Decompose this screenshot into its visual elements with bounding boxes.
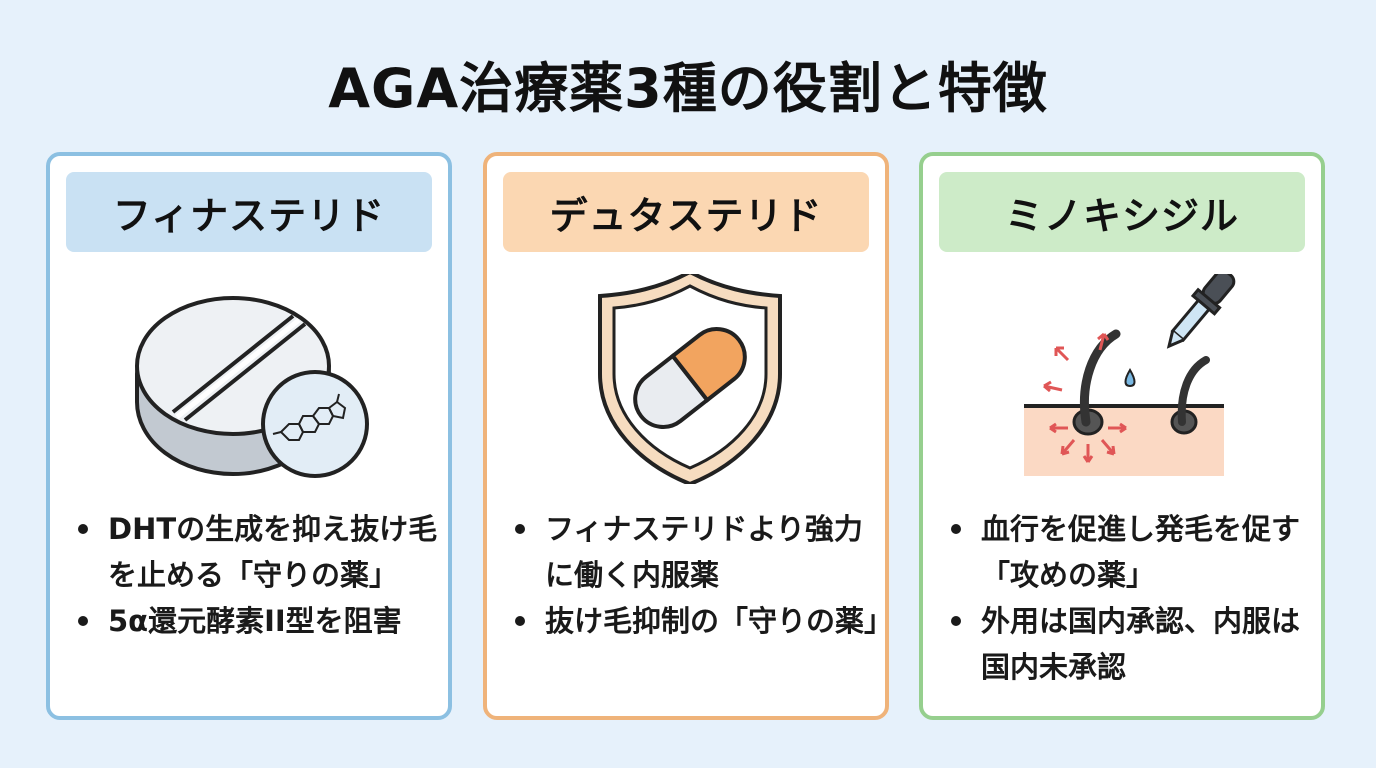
card-header-minoxidil: ミノキシジル (939, 172, 1305, 252)
bullet-item: 5α還元酵素II型を阻害 (74, 598, 444, 644)
page-title: AGA治療薬3種の役割と特徴 (328, 57, 1048, 120)
card-header-finasteride: フィナステリド (66, 172, 432, 252)
card-header-dutasteride: デュタステリド (503, 172, 869, 252)
bullet-list-finasteride: DHTの生成を抑え抜け毛を止める「守りの薬」 5α還元酵素II型を阻害 (74, 506, 444, 644)
card-minoxidil: ミノキシジル 血行を促進し発毛を促す「攻めの薬 (919, 152, 1325, 720)
bullet-item: 外用は国内承認、内服は国内未承認 (947, 598, 1317, 690)
bullet-item: フィナステリドより強力に働く内服薬 (511, 506, 881, 598)
bullet-list-minoxidil: 血行を促進し発毛を促す「攻めの薬」 外用は国内承認、内服は国内未承認 (947, 506, 1317, 690)
dropper-scalp-hair-icon (1024, 274, 1236, 476)
bullet-item: 血行を促進し発毛を促す「攻めの薬」 (947, 506, 1317, 598)
card-dutasteride: デュタステリド フィナステリドより強力に働く内服薬 抜け毛抑制の「守りの薬」 (483, 152, 893, 720)
card-finasteride: フィナステリド DHTの生成を抑え抜け毛を止める「守りの薬」 5α還元酵素II型… (46, 152, 452, 720)
bullet-item: 抜け毛抑制の「守りの薬」 (511, 598, 893, 644)
bullet-list-dutasteride: フィナステリドより強力に働く内服薬 抜け毛抑制の「守りの薬」 (511, 506, 893, 644)
tablet-with-molecule-icon (135, 296, 369, 478)
bullet-item: DHTの生成を抑え抜け毛を止める「守りの薬」 (74, 506, 444, 598)
shield-capsule-icon (598, 274, 782, 484)
